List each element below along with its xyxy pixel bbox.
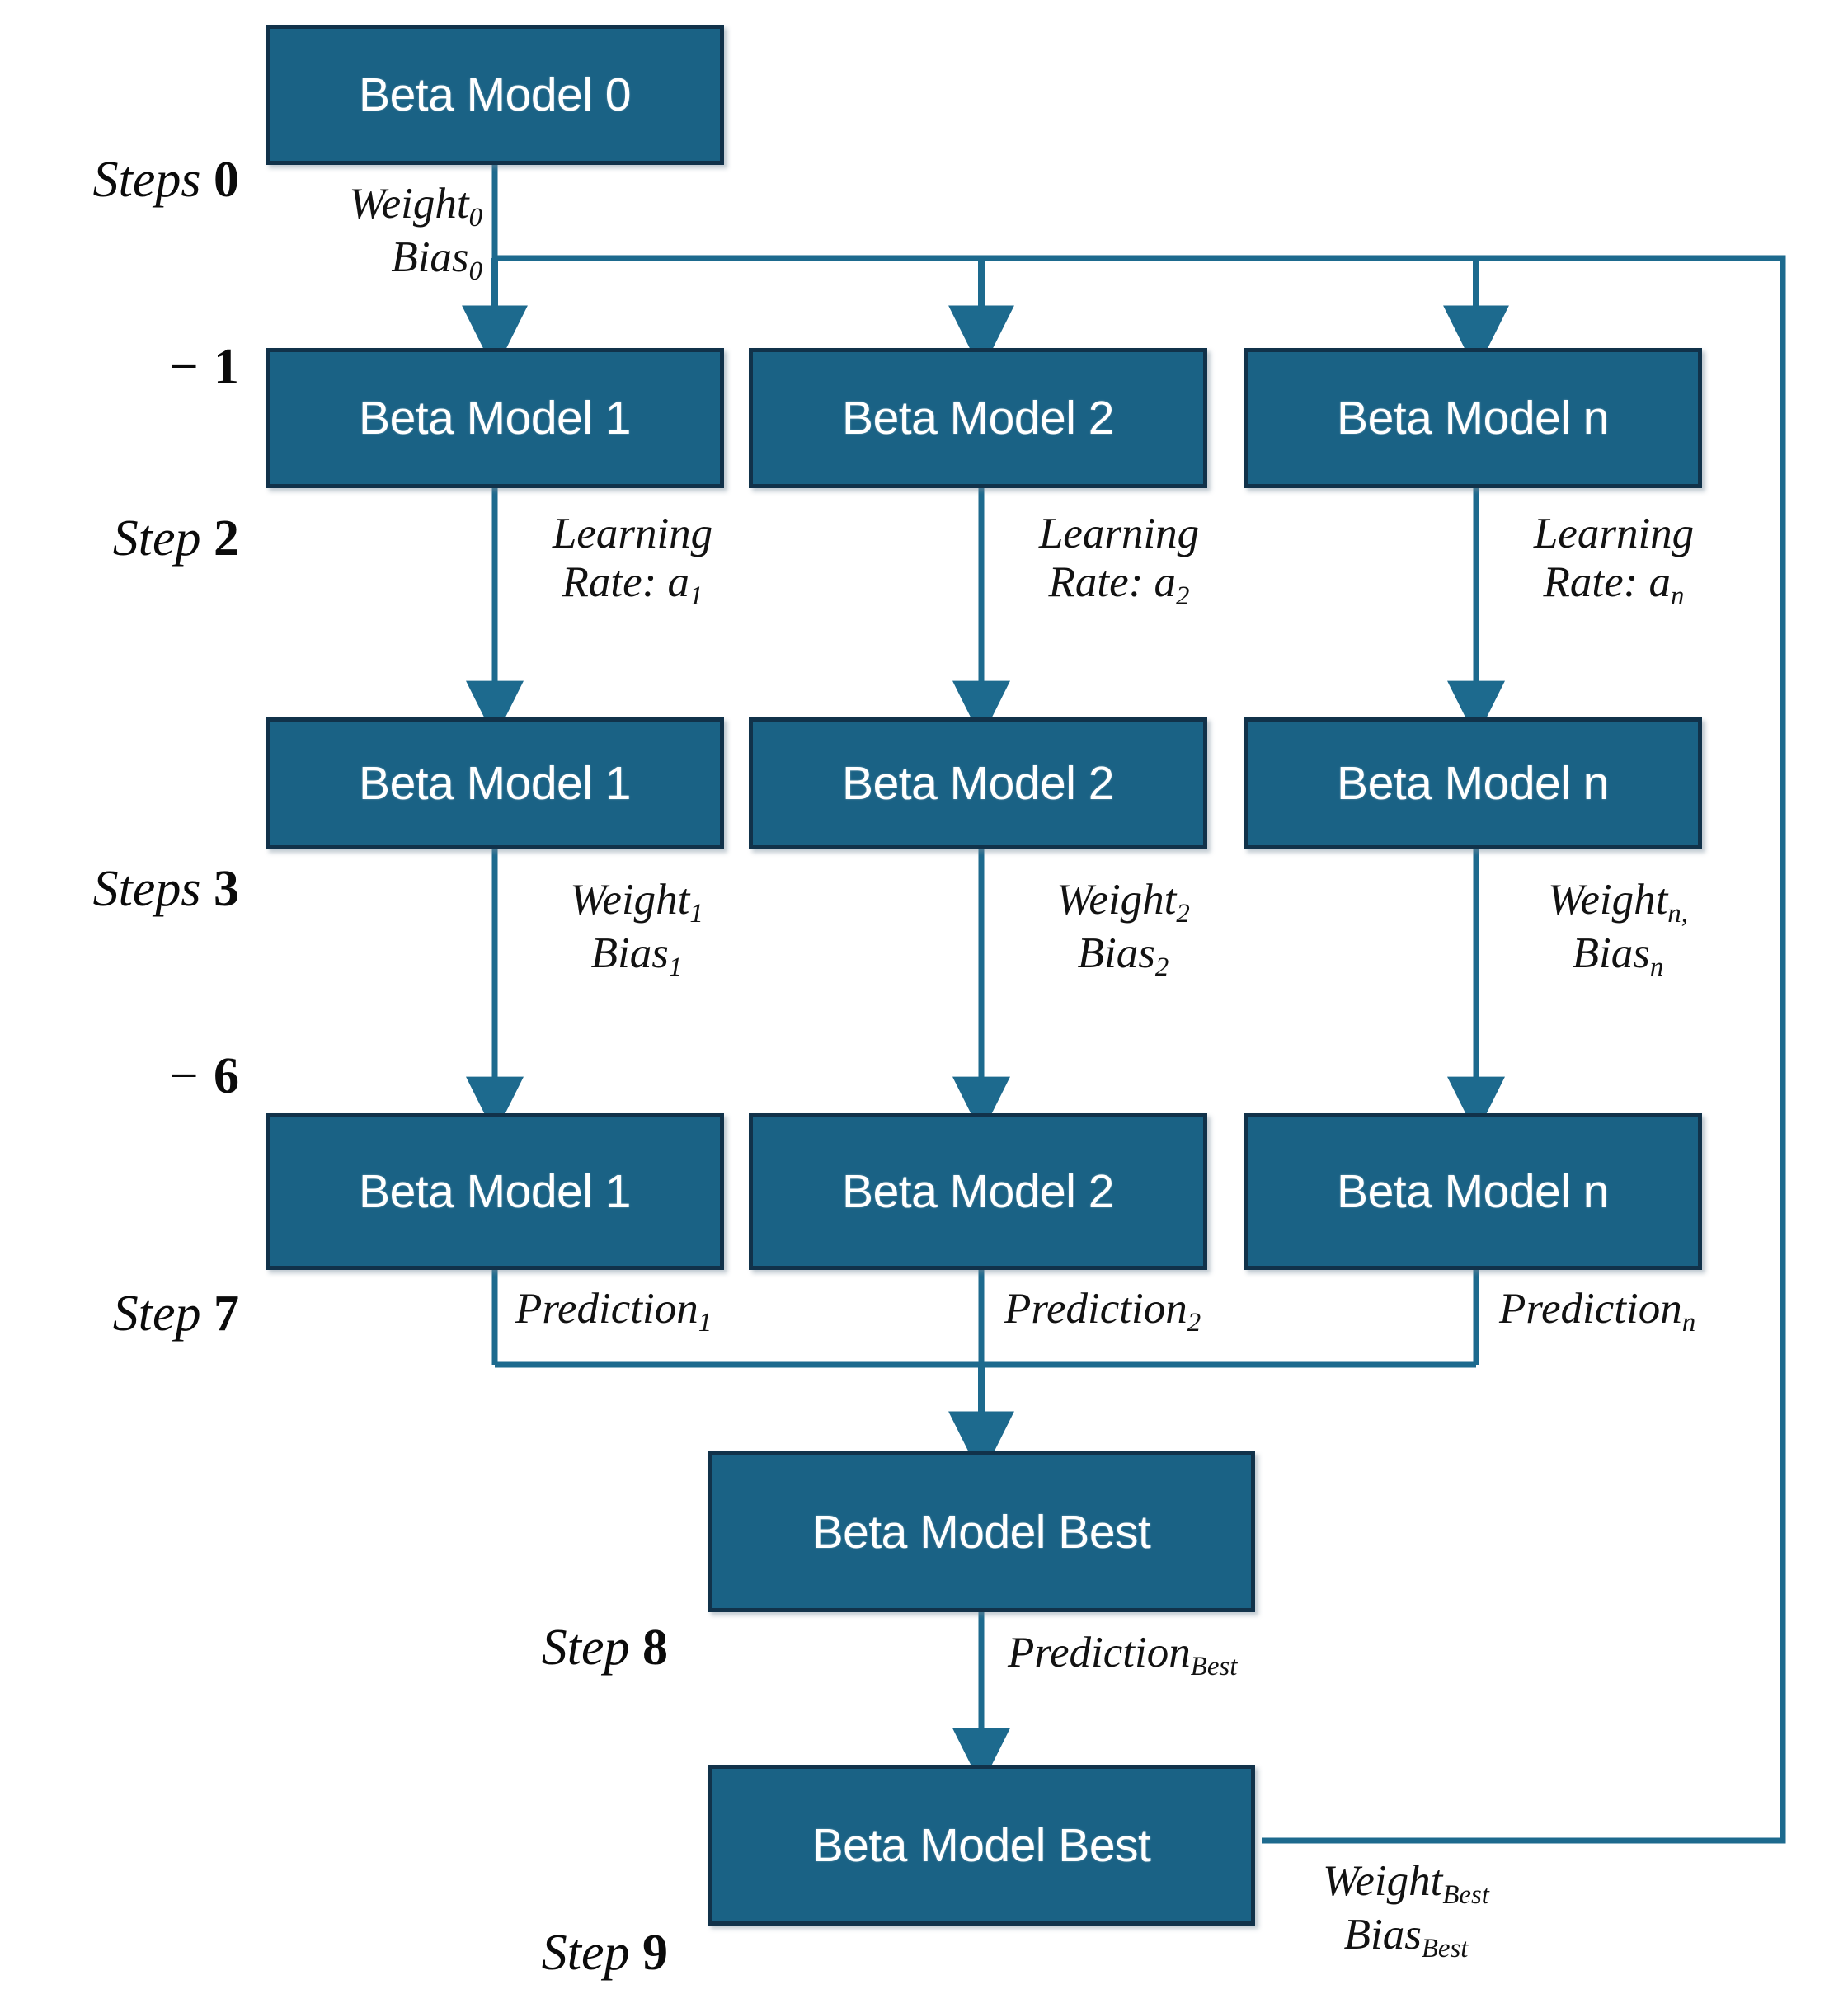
- step-label-steps-3-6: Steps 3 − 6: [33, 734, 239, 1233]
- step-label-step-9: Step 9: [462, 1798, 668, 2008]
- node-row3-beta-model-1[interactable]: Beta Model 1: [266, 717, 724, 849]
- edge-label-prediction-1: Prediction1: [515, 1285, 712, 1338]
- node-row4-beta-model-1[interactable]: Beta Model 1: [266, 1113, 724, 1270]
- step-label-line1: Step 7: [112, 1286, 239, 1343]
- edge-label-line1: Learning: [1038, 510, 1200, 557]
- node-label: Beta Model 2: [842, 1165, 1114, 1218]
- edge-label-line1: Learning: [552, 510, 713, 557]
- node-row4-beta-model-n[interactable]: Beta Model n: [1244, 1113, 1702, 1270]
- edge-label-weight-bias-2: Weight2 Bias2: [999, 876, 1247, 982]
- node-label: Beta Model n: [1337, 1165, 1609, 1218]
- step-label-line1: Step 8: [541, 1620, 668, 1676]
- node-row2-beta-model-1[interactable]: Beta Model 1: [266, 348, 724, 488]
- edge-label-weight-bias-1: Weight1 Bias1: [513, 876, 760, 982]
- edge-label-text: Prediction: [1499, 1285, 1682, 1333]
- step-label-line2: − 1: [166, 339, 239, 396]
- node-label: Beta Model Best: [811, 1818, 1151, 1872]
- edge-label-weight-bias-0: Weight0 Bias0: [284, 180, 482, 286]
- step-label-line1: Step 2: [112, 510, 239, 567]
- edge-label-prediction-n: Predictionn: [1499, 1285, 1696, 1338]
- edge-label-line1: Weight1: [570, 876, 703, 929]
- edge-label-line2: Rate: a2: [1048, 558, 1190, 612]
- edge-label-text: Prediction: [1008, 1629, 1191, 1676]
- step-label-line2: − 6: [166, 1048, 239, 1105]
- node-label: Beta Model 1: [359, 1165, 631, 1218]
- step-label-step-7: Step 7: [33, 1159, 239, 1470]
- edge-label-line1: Learning: [1533, 510, 1695, 557]
- step-label-line1: Steps 0: [92, 152, 239, 209]
- edge-label-weight-bias-best: WeightBest BiasBest: [1270, 1857, 1542, 1963]
- edge-label-line2: Bias0: [391, 233, 482, 286]
- step-label-line1: Steps 3: [92, 861, 239, 918]
- node-row3-beta-model-n[interactable]: Beta Model n: [1244, 717, 1702, 849]
- edge-label-prediction-2: Prediction2: [1004, 1285, 1201, 1338]
- node-label: Beta Model 0: [359, 68, 631, 121]
- edge-label-line2: Rate: an: [1543, 558, 1685, 612]
- node-row2-beta-model-2[interactable]: Beta Model 2: [749, 348, 1207, 488]
- node-step9-beta-model-best[interactable]: Beta Model Best: [708, 1765, 1255, 1926]
- node-label: Beta Model 2: [842, 757, 1114, 810]
- edge-label-line2: BiasBest: [1343, 1910, 1469, 1963]
- edge-label-learning-rate-1: Learning Rate: a1: [513, 510, 752, 612]
- edge-label-line2: Bias1: [590, 929, 683, 982]
- edge-label-line2: Bias2: [1077, 929, 1169, 982]
- node-row2-beta-model-n[interactable]: Beta Model n: [1244, 348, 1702, 488]
- edge-label-line1: WeightBest: [1323, 1857, 1489, 1910]
- edge-label-line1: Weight0: [349, 180, 482, 233]
- edge-label-line1: Weight2: [1056, 876, 1190, 929]
- step-label-step-2: Step 2: [33, 383, 239, 695]
- step-label-steps-0-1: Steps 0 − 1: [33, 25, 239, 524]
- step-label-line1: Step 9: [541, 1925, 668, 1982]
- node-label: Beta Model Best: [811, 1505, 1151, 1559]
- edge-label-line1: Weightn,: [1548, 876, 1688, 929]
- edge-label-line2: Biasn: [1572, 929, 1664, 982]
- edge-label-learning-rate-2: Learning Rate: a2: [999, 510, 1239, 612]
- node-label: Beta Model n: [1337, 757, 1609, 810]
- node-row3-beta-model-2[interactable]: Beta Model 2: [749, 717, 1207, 849]
- node-beta-model-0[interactable]: Beta Model 0: [266, 25, 724, 165]
- node-step8-beta-model-best[interactable]: Beta Model Best: [708, 1451, 1255, 1612]
- edge-label-line2: Rate: a1: [562, 558, 703, 612]
- node-label: Beta Model n: [1337, 392, 1609, 444]
- edge-label-prediction-best: PredictionBest: [1008, 1629, 1238, 1681]
- step-label-step-8: Step 8: [462, 1493, 668, 1804]
- node-label: Beta Model 1: [359, 392, 631, 444]
- edge-label-text: Prediction: [515, 1285, 698, 1333]
- edge-label-weight-bias-n: Weightn, Biasn: [1494, 876, 1742, 982]
- edge-label-learning-rate-n: Learning Rate: an: [1494, 510, 1733, 612]
- edge-label-text: Prediction: [1004, 1285, 1187, 1333]
- node-label: Beta Model 2: [842, 392, 1114, 444]
- node-row4-beta-model-2[interactable]: Beta Model 2: [749, 1113, 1207, 1270]
- node-label: Beta Model 1: [359, 757, 631, 810]
